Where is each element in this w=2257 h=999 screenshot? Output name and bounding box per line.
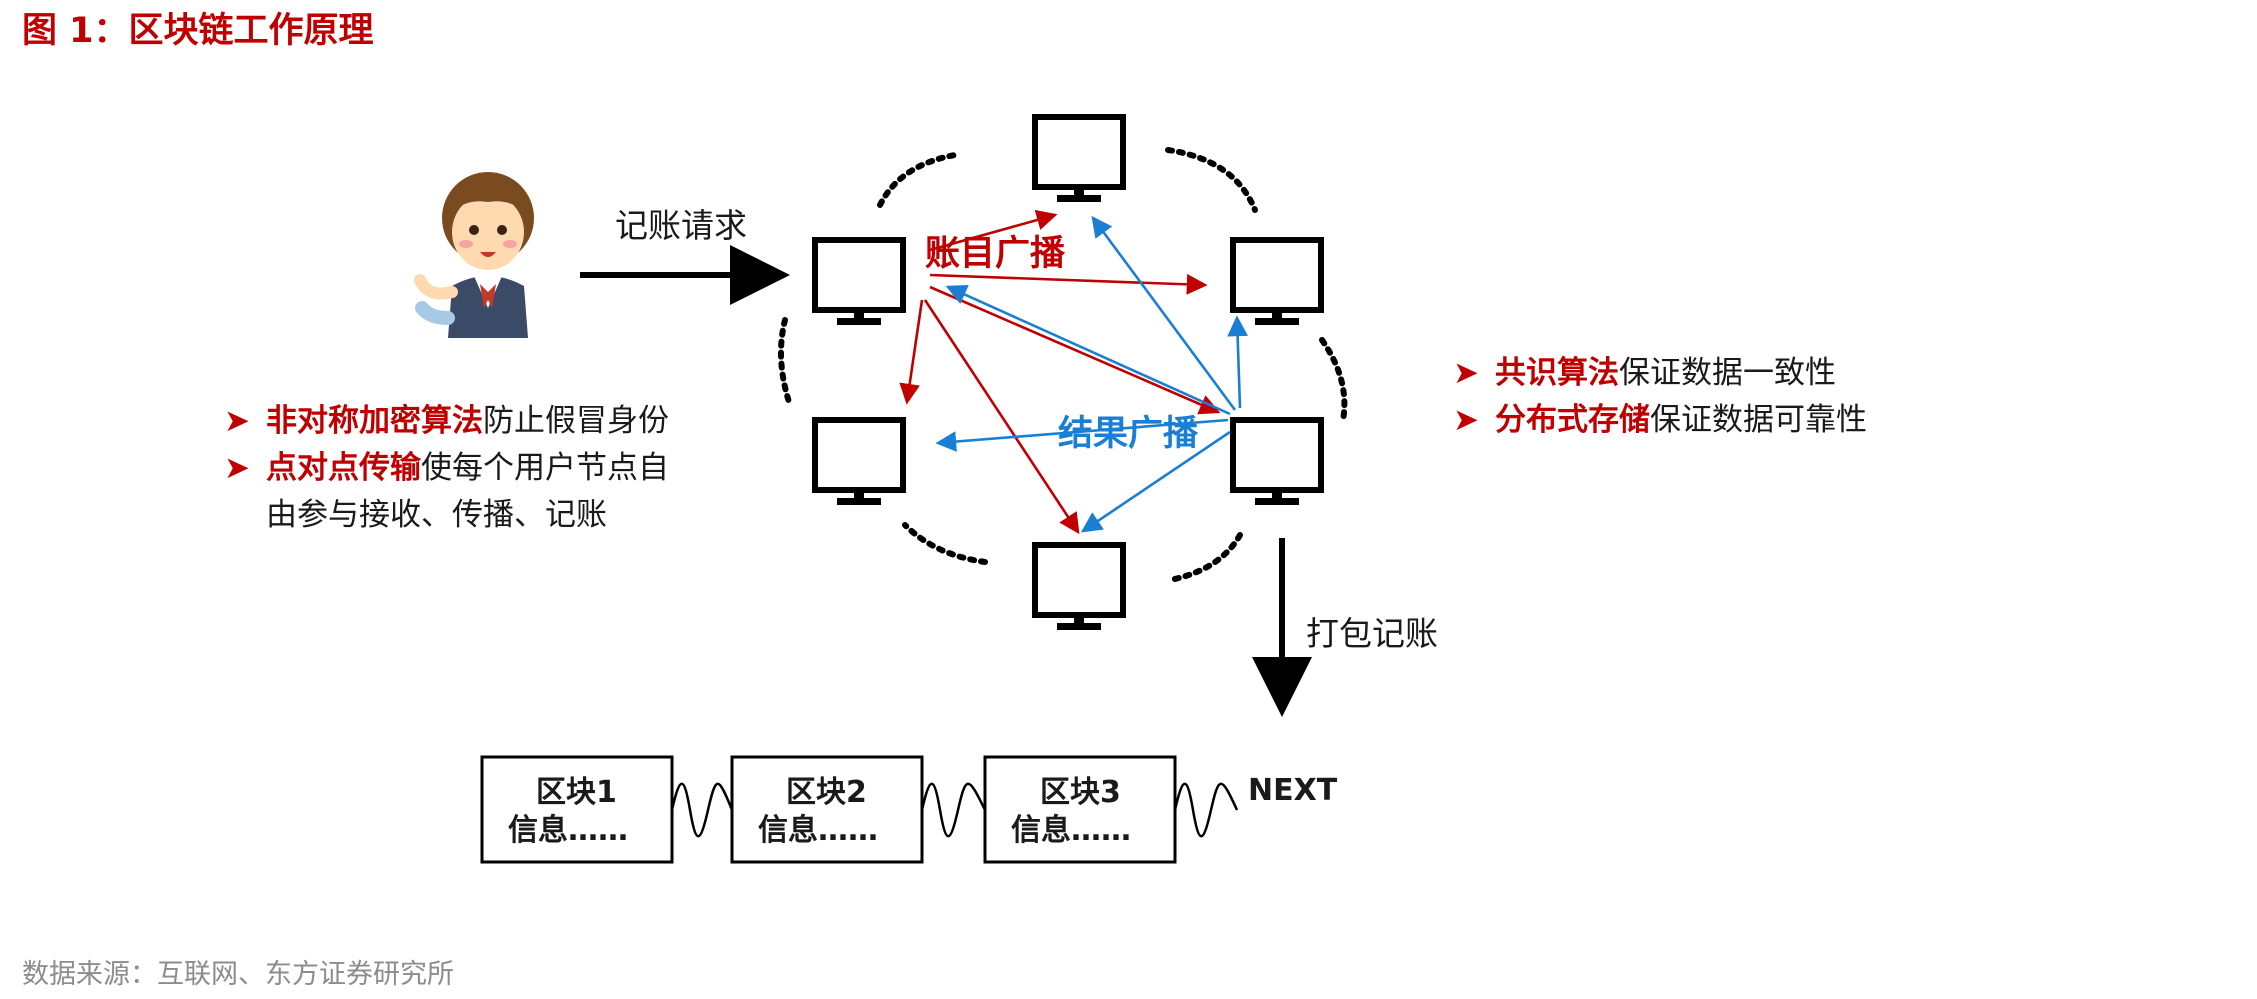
block-box (983, 755, 1177, 864)
block-name: 区块3 (1040, 775, 1121, 810)
computer-monitor-icon (1233, 240, 1321, 325)
block-name: 区块1 (536, 775, 617, 810)
bullet-item: ➤ 非对称加密算法防止假冒身份 (224, 398, 669, 445)
arrow-bullet-icon: ➤ (1453, 355, 1479, 391)
next-label: NEXT (1248, 773, 1338, 808)
computer-monitor-icon (1035, 117, 1123, 202)
block-info: 信息…… (758, 813, 878, 848)
pack-label: 打包记账 (1306, 614, 1438, 653)
block-info: 信息…… (508, 813, 628, 848)
figure-source: 数据来源：互联网、东方证券研究所 (22, 959, 454, 990)
computer-monitor-icon (815, 240, 903, 325)
user-avatar-icon (414, 172, 534, 338)
figure-title: 图 1：区块链工作原理 (22, 11, 374, 51)
request-label: 记账请求 (615, 206, 747, 245)
bullet-key: 分布式存储 (1495, 402, 1650, 438)
block-box (480, 755, 674, 864)
block-info: 信息…… (1011, 813, 1131, 848)
block-chain: 区块1 信息…… 区块2 信息…… 区块3 信息…… NEXT (480, 755, 1338, 864)
arrow-bullet-icon: ➤ (1453, 402, 1479, 438)
bullet-item: ➤ 共识算法保证数据一致性 (1453, 350, 1867, 397)
bullet-text: 使每个用户节点自 (421, 450, 669, 486)
result-broadcast-arrows (935, 215, 1249, 533)
ledger-broadcast-arrows (899, 209, 1221, 535)
arrow-bullet-icon: ➤ (224, 403, 250, 439)
block-box (730, 755, 924, 864)
arrow-bullet-icon: ➤ (224, 450, 250, 486)
computer-monitor-icon (1233, 420, 1321, 505)
ledger-broadcast-label: 账目广播 (925, 234, 1066, 274)
bullet-key: 非对称加密算法 (266, 403, 483, 439)
bullet-key: 点对点传输 (266, 450, 421, 486)
left-bullet-list: ➤ 非对称加密算法防止假冒身份 ➤ 点对点传输使每个用户节点自 由参与接收、传播… (224, 398, 669, 539)
chain-link (670, 782, 1239, 838)
right-bullet-list: ➤ 共识算法保证数据一致性 ➤ 分布式存储保证数据可靠性 (1453, 350, 1867, 444)
bullet-text: 由参与接收、传播、记账 (266, 497, 607, 533)
bullet-item: ➤ 分布式存储保证数据可靠性 (1453, 397, 1867, 444)
block-name: 区块2 (786, 775, 867, 810)
bullet-continuation: 由参与接收、传播、记账 (224, 492, 669, 539)
network-dotted-ring (778, 147, 1348, 583)
bullet-key: 共识算法 (1495, 355, 1619, 391)
bullet-text: 保证数据可靠性 (1650, 402, 1867, 438)
bullet-item: ➤ 点对点传输使每个用户节点自 (224, 445, 669, 492)
bullet-text: 保证数据一致性 (1619, 355, 1836, 391)
result-broadcast-label: 结果广播 (1058, 414, 1199, 454)
computer-monitor-icon (815, 420, 903, 505)
bullet-text: 防止假冒身份 (483, 403, 669, 439)
computer-monitor-icon (1035, 545, 1123, 630)
